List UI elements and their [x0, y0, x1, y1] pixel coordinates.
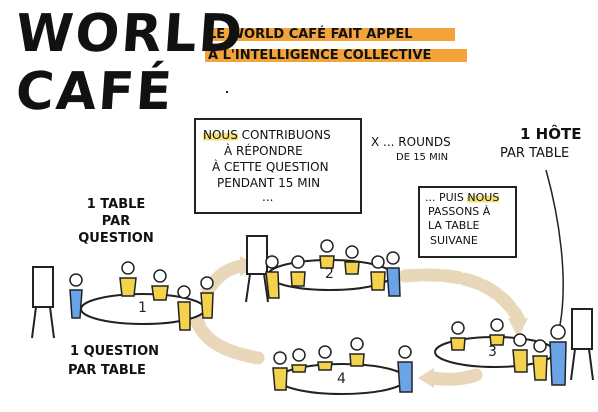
note-line-1: NOUS CONTRIBUONS: [203, 128, 331, 142]
person: [319, 239, 335, 269]
subtitle-line-2: À L'INTELLIGENCE COLLECTIVE: [208, 48, 432, 63]
question-table-line-1: 1 QUESTION: [70, 344, 160, 359]
person: [265, 255, 280, 299]
person: [397, 345, 413, 393]
move-highlight-word: NOUS: [467, 191, 500, 204]
question-table-line-2: PAR TABLE: [68, 363, 146, 378]
flipchart-3: [570, 308, 594, 381]
host-line-2: PAR TABLE: [500, 146, 570, 161]
rounds-line-2: DE 15 MIN: [396, 152, 449, 163]
subtitle-line-1: LE WORLD CAFÉ FAIT APPEL: [208, 27, 413, 42]
flipchart-1: [31, 266, 55, 339]
person: [272, 351, 288, 391]
table-number-3: 3: [488, 344, 497, 360]
person: [512, 333, 528, 373]
note-highlight-word: NOUS: [203, 128, 238, 142]
note-line-4: PENDANT 15 MIN: [217, 176, 321, 190]
person: [344, 245, 360, 275]
person: [370, 255, 386, 291]
move-line-4: SUIVANE: [430, 234, 478, 247]
arrow-4-to-1: [189, 313, 265, 365]
person-host: [549, 324, 567, 386]
note-line-5: ...: [262, 190, 274, 204]
arrow-2-to-3: [398, 268, 525, 325]
table-number-1: 1: [138, 300, 147, 316]
person: [489, 318, 505, 346]
note-line-3: À CETTE QUESTION: [212, 160, 329, 174]
move-line-1-text: ... PUIS: [425, 191, 468, 204]
table-number-4: 4: [337, 371, 346, 387]
table-number-2: 2: [325, 266, 334, 282]
title-line-2: CAFÉ: [13, 62, 176, 122]
table-question-line-3: QUESTION: [78, 231, 154, 246]
person: [200, 276, 214, 319]
subtitle-highlight-1: [205, 28, 455, 41]
flow-arrows: [189, 259, 525, 386]
person: [290, 255, 306, 287]
note-line-1-rest: CONTRIBUONS: [237, 128, 331, 142]
flipcharts: [31, 235, 594, 381]
people: [69, 239, 567, 393]
table-question-line-1: 1 TABLE: [86, 197, 146, 212]
person: [151, 269, 169, 301]
person: [450, 321, 466, 351]
arrowhead-3: [508, 318, 528, 338]
subtitle-highlight-2: [205, 49, 467, 62]
host-pointer-line: [545, 169, 564, 326]
person: [119, 261, 137, 297]
person: [386, 251, 401, 297]
arrow-3-to-4: [425, 368, 483, 386]
person: [317, 345, 333, 371]
person: [291, 348, 307, 373]
person: [532, 339, 548, 381]
move-line-2: PASSONS À: [428, 205, 491, 218]
table-question-line-2: PAR: [101, 214, 131, 229]
host-line-1: 1 HÔTE: [520, 125, 582, 143]
arrow-1-to-2: [201, 259, 249, 297]
person: [177, 285, 191, 331]
arrowhead-4: [418, 368, 434, 388]
rounds-line-1: X ... ROUNDS: [371, 135, 451, 149]
move-line-1: ... PUIS NOUS: [425, 191, 500, 205]
move-line-3: LA TABLE: [428, 219, 480, 232]
note-line-2: À RÉPONDRE: [224, 144, 303, 158]
flipchart-2: [245, 235, 269, 303]
person: [69, 273, 83, 319]
person: [349, 337, 365, 367]
